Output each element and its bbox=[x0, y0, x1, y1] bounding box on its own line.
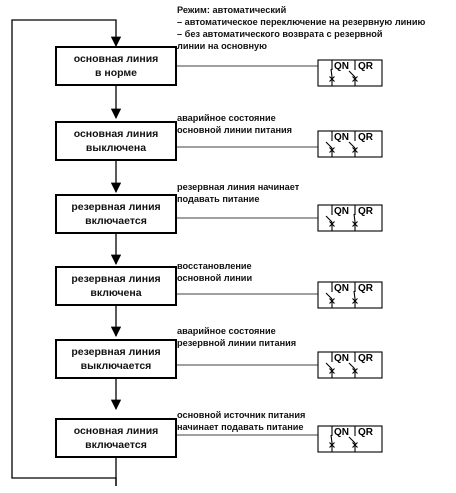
switch-contact bbox=[352, 205, 358, 231]
step-box-6: основная линия включается bbox=[55, 418, 177, 458]
step-box-line: резервная линия bbox=[71, 273, 161, 285]
qn-label: QN bbox=[334, 206, 349, 217]
qr-label: QR bbox=[358, 132, 374, 143]
step-note-6: основной источник питания начинает подав… bbox=[177, 410, 327, 433]
step-box-line: выключена bbox=[85, 142, 147, 154]
step-box-line: основная линия bbox=[73, 425, 159, 437]
switch-panel: QN QR bbox=[177, 59, 383, 87]
note-line: подавать питание bbox=[177, 193, 260, 204]
note-line: основной линии питания bbox=[177, 124, 293, 135]
switch-panel: QN QR bbox=[177, 130, 383, 158]
step-box-line: основная линия bbox=[73, 128, 159, 140]
switch-contact bbox=[348, 60, 358, 86]
qn-label: QN bbox=[334, 61, 349, 72]
step-box-line: включается bbox=[85, 439, 147, 451]
switch-contact bbox=[329, 60, 335, 86]
note-line: основной источник питания bbox=[177, 410, 306, 420]
qn-label: QN bbox=[334, 283, 349, 294]
qn-label: QN bbox=[334, 427, 349, 438]
step-note-3: резервная линия начинает подавать питани… bbox=[177, 182, 327, 205]
switch-contact bbox=[348, 352, 358, 378]
step-box-4: резервная линия включена bbox=[55, 266, 177, 306]
flow-lines bbox=[11, 19, 122, 486]
loop-back-line bbox=[11, 19, 122, 486]
switch-contact bbox=[325, 205, 335, 231]
qn-label: QN bbox=[334, 132, 349, 143]
switch-contact bbox=[352, 282, 358, 308]
qr-label: QR bbox=[358, 206, 374, 217]
note-line: резервной линии питания bbox=[177, 337, 297, 348]
note-line: аварийное состояние bbox=[177, 113, 276, 123]
step-box-line: выключается bbox=[80, 360, 152, 372]
qr-label: QR bbox=[358, 61, 374, 72]
switch-contact bbox=[348, 426, 358, 452]
step-box-5: резервная линия выключается bbox=[55, 339, 177, 379]
panel-frame bbox=[317, 425, 383, 453]
mode-line: – автоматическое переключение на резервн… bbox=[177, 17, 426, 27]
step-box-1: основная линия в норме bbox=[55, 46, 177, 86]
step-note-5: аварийное состояние резервной линии пита… bbox=[177, 326, 327, 349]
step-box-line: резервная линия bbox=[71, 346, 161, 358]
switch-panel: QN QR bbox=[177, 351, 383, 379]
note-line: начинает подавать питание bbox=[177, 421, 304, 432]
mode-title: Режим: автоматический bbox=[177, 5, 287, 15]
switch-panel: QN QR bbox=[177, 281, 383, 309]
step-note-4: восстановление основной линии bbox=[177, 261, 327, 284]
mode-line: линии на основную bbox=[177, 41, 268, 51]
step-note-2: аварийное состояние основной линии питан… bbox=[177, 113, 327, 136]
qn-label: QN bbox=[334, 353, 349, 364]
mode-line: – без автоматического возврата с резервн… bbox=[177, 29, 383, 39]
switch-panel: QN QR bbox=[177, 204, 383, 232]
qr-label: QR bbox=[358, 283, 374, 294]
switch-panels: QN QR QN QR QN QR QN QR QN QR QN QR bbox=[177, 59, 383, 453]
qr-label: QR bbox=[358, 427, 374, 438]
note-line: аварийное состояние bbox=[177, 326, 276, 336]
qr-label: QR bbox=[358, 353, 374, 364]
note-line: резервная линия начинает bbox=[177, 182, 300, 192]
step-box-line: в норме bbox=[94, 67, 137, 79]
switch-contact bbox=[325, 282, 335, 308]
switch-panel: QN QR bbox=[177, 425, 383, 453]
step-box-3: резервная линия включается bbox=[55, 194, 177, 234]
step-box-line: основная линия bbox=[73, 53, 159, 65]
mode-description: Режим: автоматический – автоматическое п… bbox=[177, 4, 453, 52]
switch-contact bbox=[325, 352, 335, 378]
switch-contact bbox=[325, 131, 335, 157]
switch-contact bbox=[348, 131, 358, 157]
panel-frame bbox=[317, 59, 383, 87]
step-box-line: включена bbox=[90, 287, 142, 299]
step-box-line: резервная линия bbox=[71, 201, 161, 213]
switch-contact bbox=[329, 426, 335, 452]
step-box-2: основная линия выключена bbox=[55, 121, 177, 161]
note-line: основной линии bbox=[177, 272, 253, 283]
note-line: восстановление bbox=[177, 261, 252, 271]
step-box-line: включается bbox=[85, 215, 147, 227]
